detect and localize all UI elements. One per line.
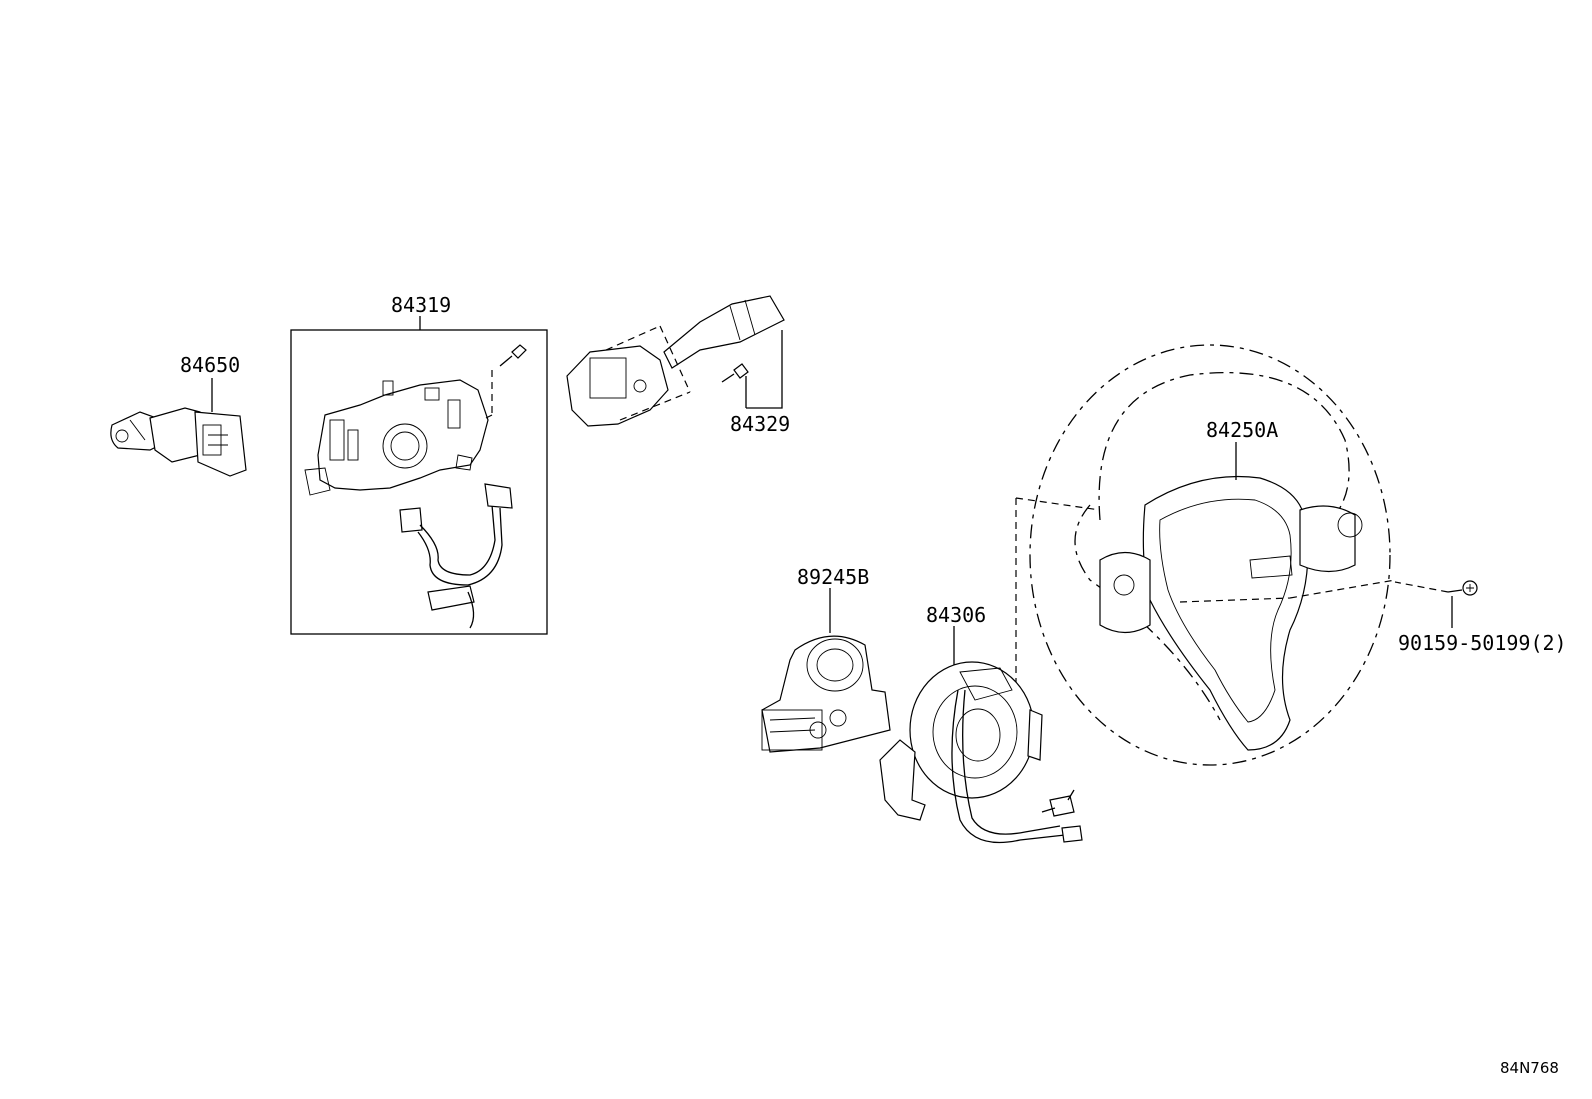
- label-84329: 84329: [730, 412, 790, 436]
- frame-84319: [290, 329, 548, 635]
- part-84329-switch[interactable]: [566, 295, 785, 427]
- label-84319: 84319: [391, 293, 451, 317]
- screw-84319[interactable]: [499, 344, 527, 367]
- label-90159: 90159-50199(2): [1398, 631, 1567, 655]
- label-84306: 84306: [926, 603, 986, 627]
- screw-90159[interactable]: [1394, 580, 1478, 628]
- part-89245B-sensor[interactable]: [761, 635, 891, 753]
- leader-84329: [745, 330, 783, 409]
- figure-reference: 84N768: [1500, 1059, 1559, 1077]
- part-84650-switch[interactable]: [110, 378, 247, 477]
- label-84250A: 84250A: [1206, 418, 1278, 442]
- part-84306-spiral-cable[interactable]: [879, 661, 1083, 844]
- label-84650: 84650: [180, 353, 240, 377]
- part-84250A-steering-wheel[interactable]: [1015, 344, 1396, 766]
- part-84319-body[interactable]: [304, 370, 493, 496]
- screw-84329[interactable]: [721, 363, 749, 383]
- label-89245B: 89245B: [797, 565, 869, 589]
- part-84319-harness[interactable]: [399, 483, 513, 629]
